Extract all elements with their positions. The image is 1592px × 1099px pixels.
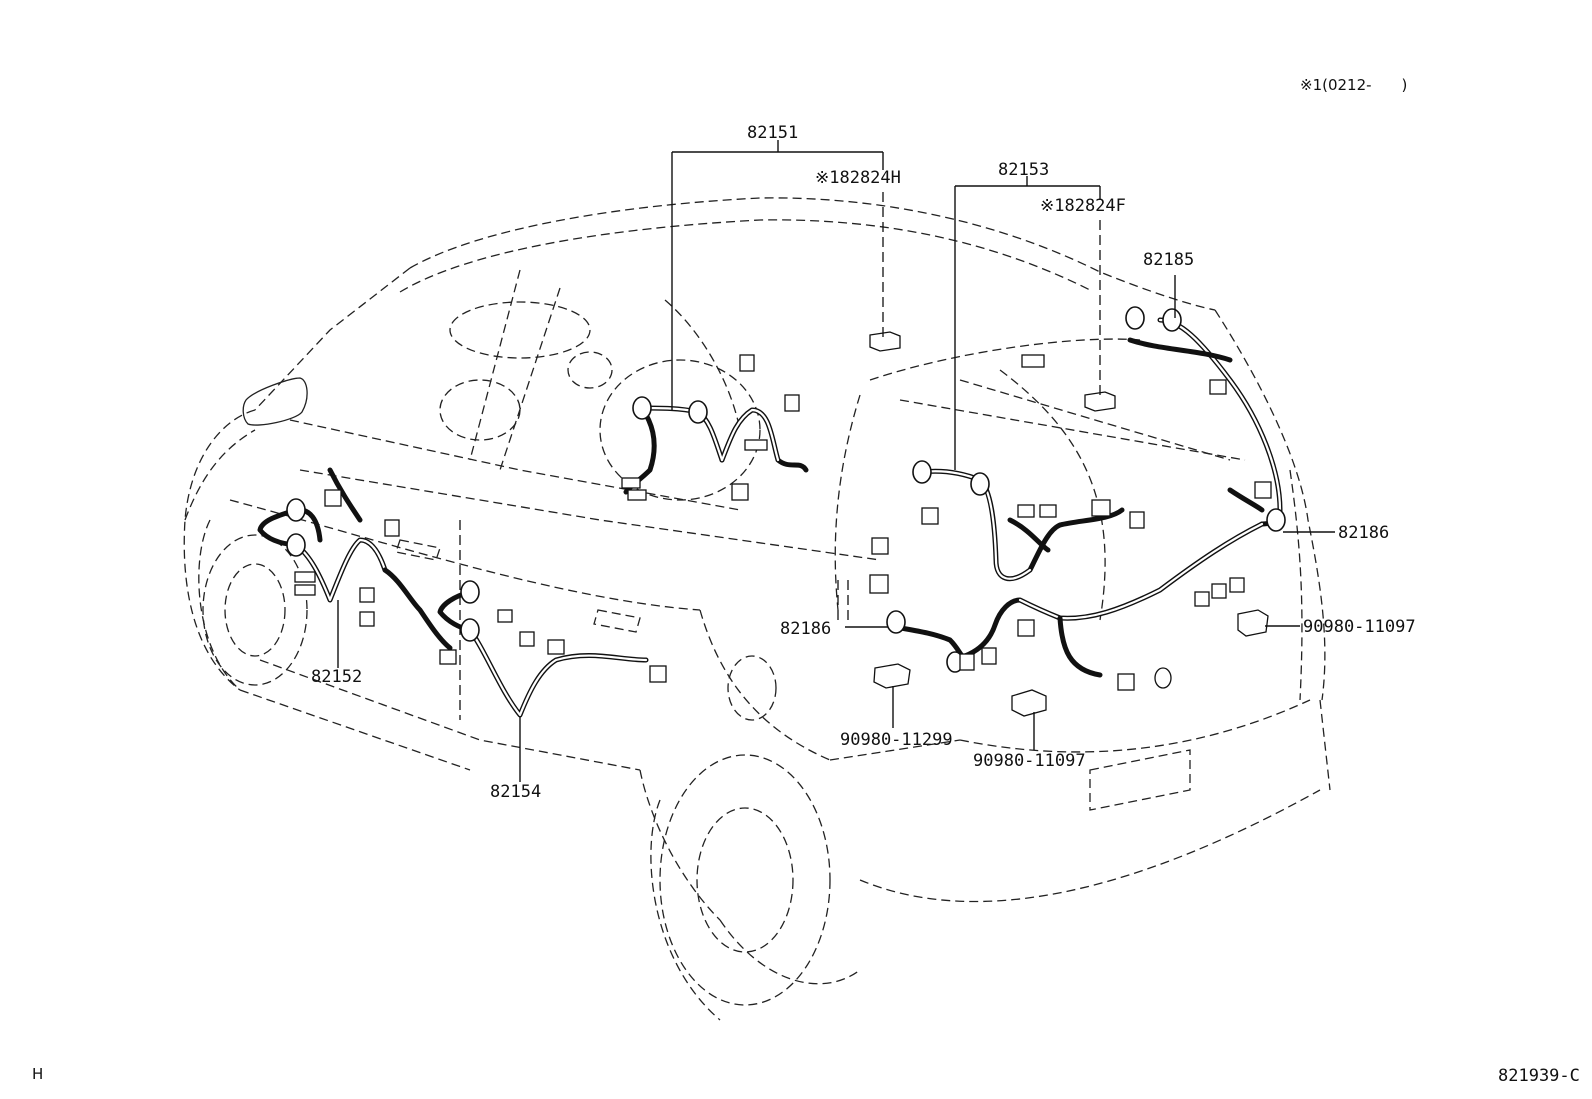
label-82154: 82154 (490, 782, 541, 802)
footer-diagram-code: 821939-C (1498, 1066, 1580, 1086)
label-90980-11097-right: 90980-11097 (1303, 617, 1416, 637)
label-90980-11097-center: 90980-11097 (973, 751, 1086, 771)
harness-82151-front-door (623, 405, 809, 495)
label-82824h: ※182824H (815, 168, 901, 188)
label-82151: 82151 (747, 123, 798, 143)
harness-82154-rear-door (437, 589, 649, 718)
label-82185: 82185 (1143, 250, 1194, 270)
footer-left-code: H (32, 1065, 43, 1083)
vehicle-body-outline (183, 197, 1331, 1021)
label-82186-center: 82186 (780, 619, 831, 639)
leader-lines (337, 140, 1335, 782)
harness-82153-rear-floor (919, 468, 1125, 582)
connectors (286, 306, 1286, 717)
label-90980-11299: 90980-11299 (840, 730, 953, 750)
label-82153: 82153 (998, 160, 1049, 180)
harness-82152-front-left (257, 467, 453, 651)
label-82824f: ※182824F (1040, 196, 1126, 216)
revision-note: ※1(0212- ) (1300, 76, 1407, 94)
label-82186-right: 82186 (1338, 523, 1389, 543)
part-labels: ※1(0212- ) 82151 ※182824H 82153 ※182824F… (32, 76, 1580, 1086)
label-82152: 82152 (311, 667, 362, 687)
